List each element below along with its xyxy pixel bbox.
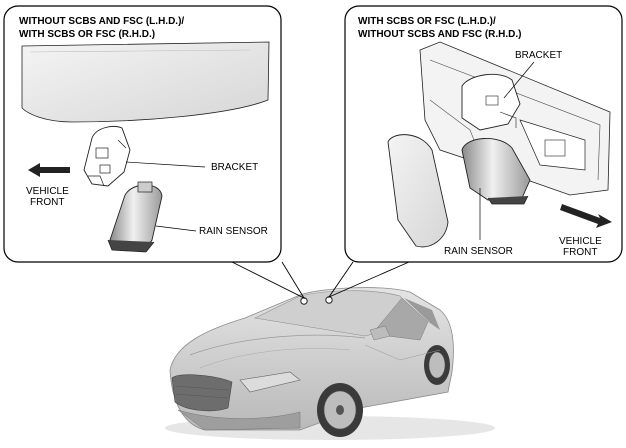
left-vehicle-front-arrow — [28, 163, 70, 177]
right-rain-sensor-label: RAIN SENSOR — [444, 246, 513, 257]
sensor-location-marker-right — [325, 296, 333, 304]
right-direction-line2: FRONT — [563, 247, 597, 258]
right-rain-sensor-part — [461, 138, 531, 205]
left-direction-line1: VEHICLE — [26, 186, 69, 197]
left-rain-sensor-label: RAIN SENSOR — [199, 226, 268, 237]
right-panel-title-line2: WITHOUT SCBS AND FSC (R.H.D.) — [358, 29, 522, 40]
right-bracket-label: BRACKET — [515, 50, 562, 61]
sensor-location-marker-left — [300, 297, 308, 305]
left-rain-sensor-part — [107, 181, 163, 253]
left-panel-title-line2: WITH SCBS OR FSC (R.H.D.) — [19, 29, 155, 40]
left-direction-line2: FRONT — [30, 197, 64, 208]
vehicle-illustration — [165, 287, 495, 440]
right-bracket-part — [461, 73, 521, 131]
right-direction-line1: VEHICLE — [559, 236, 602, 247]
left-detail-panel: WITHOUT SCBS AND FSC (L.H.D.)/ WITH SCBS… — [3, 5, 282, 263]
left-bracket-part — [83, 126, 131, 187]
right-panel-title-line1: WITH SCBS OR FSC (L.H.D.)/ — [358, 16, 496, 27]
right-detail-panel: WITH SCBS OR FSC (L.H.D.)/ WITHOUT SCBS … — [344, 5, 623, 263]
callout-leader-right — [327, 261, 410, 299]
left-rain-sensor-leader — [155, 225, 197, 232]
right-vehicle-front-arrow — [560, 204, 612, 228]
left-windshield-glass — [21, 41, 270, 123]
right-windshield-glass — [387, 134, 449, 248]
callout-leader-left — [231, 261, 306, 300]
left-panel-title-line1: WITHOUT SCBS AND FSC (L.H.D.)/ — [19, 16, 184, 27]
left-bracket-label: BRACKET — [211, 162, 258, 173]
left-bracket-leader — [125, 161, 206, 168]
right-bracket-leader — [503, 61, 535, 99]
